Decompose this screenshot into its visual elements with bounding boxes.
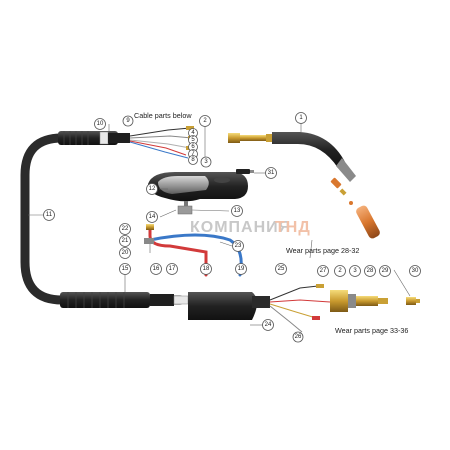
svg-text:22: 22 [122,226,129,232]
torch-handle [148,172,248,202]
svg-text:9: 9 [126,118,130,124]
callout-25: 25 [275,263,287,275]
watermark-brand: КОМПАНИЯ [190,219,291,236]
cable-assembly [20,133,185,305]
callout-10: 10 [94,118,106,130]
note-wear-parts-torch: Wear parts page 28-32 [286,246,359,255]
svg-text:15: 15 [122,266,129,272]
note-wear-parts-connector: Wear parts page 33-36 [335,326,408,335]
svg-text:13: 13 [234,208,241,214]
callout-15: 15 [119,263,131,275]
connector-wire-ends [269,284,331,333]
callout-28: 28 [364,265,376,277]
trigger-pin [236,169,254,174]
svg-text:31: 31 [268,170,275,176]
svg-text:3: 3 [353,268,357,274]
svg-text:14: 14 [149,214,156,220]
callout-30: 30 [409,265,421,277]
svg-text:24: 24 [265,322,272,328]
callout-16: 16 [150,263,162,275]
svg-text:4: 4 [191,130,195,136]
handle-clips [177,201,193,215]
svg-text:11: 11 [46,212,53,218]
svg-text:17: 17 [169,266,176,272]
callout-14: 14 [146,211,158,223]
callout-27: 27 [317,265,329,277]
svg-text:27: 27 [320,268,327,274]
svg-text:1: 1 [299,115,303,121]
callout-13: 13 [231,205,243,217]
svg-text:3: 3 [204,159,208,165]
callout-19: 19 [235,263,247,275]
callout-21: 21 [119,235,131,247]
callout-3: 3 [200,156,212,168]
svg-text:2: 2 [203,118,207,124]
svg-text:21: 21 [122,238,129,244]
svg-text:6: 6 [191,144,195,150]
callout-2-connector: 2 [334,265,346,277]
svg-text:25: 25 [278,266,285,272]
svg-text:16: 16 [153,266,160,272]
wear-parts-torch [330,177,380,239]
callout-22: 22 [119,223,131,235]
note-cable-parts: Cable parts below [134,111,192,120]
watermark: КОМПАНИЯ ТНД [190,219,311,236]
callout-31: 31 [265,167,277,179]
callout-8: 8 [188,155,198,165]
callout-3-connector: 3 [349,265,361,277]
callout-24: 24 [262,319,274,331]
svg-text:7: 7 [191,151,195,157]
callout-9: 9 [122,115,134,127]
callout-4: 4 [188,128,198,138]
callout-17: 17 [166,263,178,275]
callout-12: 12 [146,183,158,195]
callout-11: 11 [43,209,55,221]
torch-neck [228,132,356,182]
callout-29: 29 [379,265,391,277]
svg-text:28: 28 [367,268,374,274]
coolant-hoses [148,226,243,277]
callout-26: 26 [292,331,304,343]
callout-2: 2 [199,115,211,127]
svg-text:2: 2 [338,268,342,274]
svg-text:5: 5 [191,137,195,143]
callout-20: 20 [119,247,131,259]
svg-text:18: 18 [203,266,210,272]
callout-18: 18 [200,263,212,275]
svg-text:8: 8 [191,157,195,163]
svg-text:29: 29 [382,268,389,274]
central-connector [330,290,420,312]
watermark-suffix: ТНД [275,219,311,236]
svg-text:30: 30 [412,268,419,274]
central-connector-body [188,292,270,320]
svg-text:12: 12 [149,186,156,192]
cable-wire-ends [129,126,196,159]
callout-1: 1 [295,112,307,124]
cable-strain-relief-top [58,131,130,145]
svg-text:20: 20 [122,250,129,256]
svg-text:23: 23 [235,243,242,249]
svg-text:19: 19 [238,266,245,272]
callout-23: 23 [232,240,244,252]
svg-text:26: 26 [295,334,302,340]
cable-strain-relief-bottom [60,292,189,308]
svg-text:10: 10 [97,121,104,127]
